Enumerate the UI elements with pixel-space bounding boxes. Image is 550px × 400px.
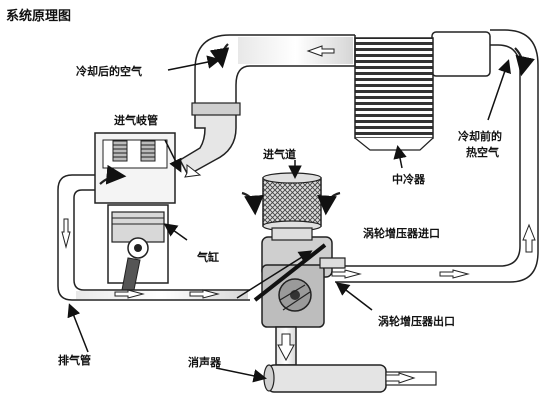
curved-flow-arrow-icon: [99, 43, 535, 216]
intercooler-right-tank: [431, 31, 491, 77]
label-intake-duct: 进气道: [263, 147, 296, 161]
intercooler-core: [354, 37, 434, 139]
label-cooled-air: 冷却后的空气: [76, 64, 142, 78]
callout-arrow-icon: [67, 55, 511, 383]
page-title: 系统原理图: [6, 8, 71, 24]
label-exhaust-pipe: 排气管: [58, 353, 91, 367]
hot-air-pipe: [335, 29, 539, 283]
cooled-air-pipe-fill: [238, 37, 353, 64]
exhaust-pipe: [57, 174, 250, 301]
label-hot-air-line1: 冷却前的: [458, 129, 502, 143]
turbocharger: [261, 236, 346, 328]
intake-elbow: [179, 109, 237, 177]
flow-arrow-icon: [61, 45, 536, 384]
wastegate-rod: [253, 243, 327, 302]
label-cylinder: 气缸: [196, 250, 219, 264]
cooled-air-pipe: [194, 34, 356, 110]
air-filter: [262, 172, 322, 241]
label-intercooler: 中冷器: [392, 172, 426, 186]
exhaust-pipe-fill: [76, 291, 248, 299]
label-intake-manifold: 进气岐管: [114, 113, 158, 127]
intercooler-bottom-taper: [354, 137, 434, 151]
engine-block: [94, 132, 176, 291]
label-turbo-outlet: 涡轮增压器出口: [378, 314, 455, 328]
label-hot-air-line2: 热空气: [466, 145, 499, 159]
throttle-body: [191, 102, 241, 116]
label-turbo-inlet: 涡轮增压器进口: [363, 226, 440, 240]
label-muffler: 消声器: [188, 355, 222, 369]
